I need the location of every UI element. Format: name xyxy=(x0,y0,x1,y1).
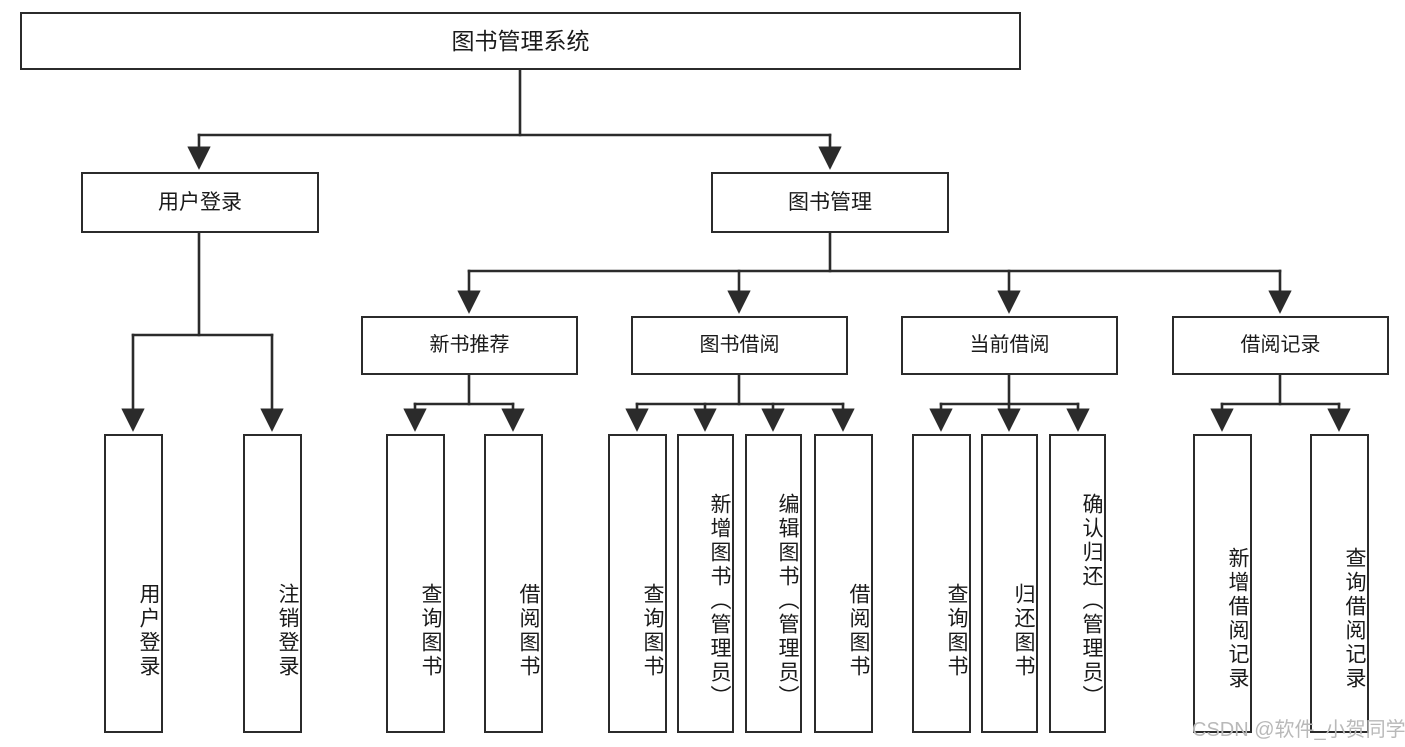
leaf-book-borrow-borrow[interactable]: 借阅图书 xyxy=(814,434,873,733)
leaf-label: 用户登录 xyxy=(137,583,160,680)
leaf-label: 查询图书 xyxy=(419,583,442,680)
node-root-system[interactable]: 图书管理系统 xyxy=(20,12,1021,70)
leaf-book-borrow-add[interactable]: 新增图书（管理员） xyxy=(677,434,734,733)
leaf-book-borrow-edit[interactable]: 编辑图书（管理员） xyxy=(745,434,802,733)
leaf-label: 新增图书（管理员） xyxy=(708,493,731,710)
leaf-borrow-record-add[interactable]: 新增借阅记录 xyxy=(1193,434,1252,733)
leaf-label: 确认归还（管理员） xyxy=(1080,493,1103,710)
node-borrow-record[interactable]: 借阅记录 xyxy=(1172,316,1389,375)
node-book-borrow[interactable]: 图书借阅 xyxy=(631,316,848,375)
leaf-label: 新增借阅记录 xyxy=(1226,547,1249,692)
leaf-new-book-borrow[interactable]: 借阅图书 xyxy=(484,434,543,733)
leaf-label: 借阅图书 xyxy=(517,583,540,680)
leaf-label: 查询借阅记录 xyxy=(1343,547,1366,692)
leaf-label: 注销登录 xyxy=(276,583,299,680)
node-user-login[interactable]: 用户登录 xyxy=(81,172,319,233)
leaf-label: 归还图书 xyxy=(1012,583,1035,680)
node-book-management[interactable]: 图书管理 xyxy=(711,172,949,233)
node-new-book-recommend[interactable]: 新书推荐 xyxy=(361,316,578,375)
leaf-user-login-login[interactable]: 用户登录 xyxy=(104,434,163,733)
leaf-label: 编辑图书（管理员） xyxy=(776,493,799,710)
leaf-user-login-logout[interactable]: 注销登录 xyxy=(243,434,302,733)
leaf-book-borrow-query[interactable]: 查询图书 xyxy=(608,434,667,733)
leaf-current-borrow-confirm-return[interactable]: 确认归还（管理员） xyxy=(1049,434,1106,733)
node-current-borrow[interactable]: 当前借阅 xyxy=(901,316,1118,375)
leaf-label: 查询图书 xyxy=(641,583,664,680)
leaf-current-borrow-query[interactable]: 查询图书 xyxy=(912,434,971,733)
csdn-watermark: CSDN @软件_小贺同学 xyxy=(1192,719,1405,741)
leaf-label: 借阅图书 xyxy=(847,583,870,680)
leaf-borrow-record-query[interactable]: 查询借阅记录 xyxy=(1310,434,1369,733)
leaf-new-book-query[interactable]: 查询图书 xyxy=(386,434,445,733)
leaf-current-borrow-return[interactable]: 归还图书 xyxy=(981,434,1038,733)
leaf-label: 查询图书 xyxy=(945,583,968,680)
